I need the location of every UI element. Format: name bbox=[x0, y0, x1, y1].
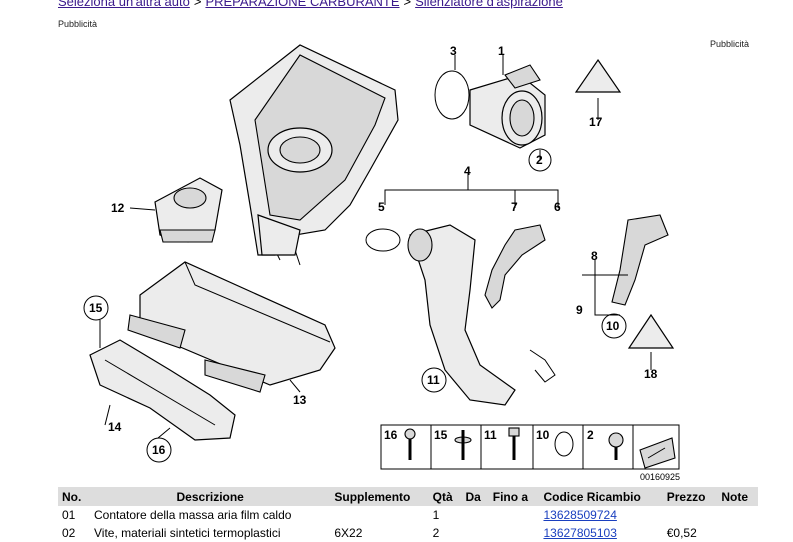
air-mass-meter-part bbox=[469, 64, 546, 149]
diagram-label-12: 12 bbox=[111, 201, 125, 215]
ad-label-right: Pubblicità bbox=[710, 39, 750, 49]
cell-description: Contatore della massa aria film caldo bbox=[93, 508, 292, 522]
table-row: 01 Contatore della massa aria film caldo… bbox=[58, 506, 758, 524]
strip-label-15: 15 bbox=[434, 428, 448, 442]
cell-no: 02 bbox=[62, 526, 76, 540]
diagram-label-1: 1 bbox=[498, 44, 505, 58]
diagram-label-4: 4 bbox=[464, 164, 471, 178]
arrow-plate-icon bbox=[639, 437, 676, 469]
column-header-part-number: Codice Ricambio bbox=[539, 487, 663, 506]
screw-icon bbox=[404, 428, 416, 460]
lower-cover-part bbox=[89, 339, 236, 441]
cell-quantity: 1 bbox=[432, 508, 440, 522]
intake-silencer-upper-part bbox=[229, 44, 399, 266]
column-header-supplement: Supplemento bbox=[330, 487, 429, 506]
breadcrumb-link-fuel-prep[interactable]: PREPARAZIONE CARBURANTE bbox=[205, 0, 400, 9]
expanding-rivet-icon bbox=[454, 430, 472, 460]
wire-clip-part bbox=[529, 349, 556, 383]
table-header-row: No. Descrizione Supplemento Qtà Da Fino … bbox=[58, 487, 758, 506]
cell-to bbox=[489, 524, 540, 542]
label-2-circle bbox=[528, 148, 552, 172]
cell-notes bbox=[717, 506, 758, 524]
strip-label-11: 11 bbox=[484, 428, 497, 442]
column-header-no: No. bbox=[58, 487, 90, 506]
cell-from bbox=[461, 506, 488, 524]
diagram-label-14: 14 bbox=[108, 420, 122, 434]
pan-head-screw-icon bbox=[608, 432, 624, 460]
column-header-description: Descrizione bbox=[89, 487, 331, 506]
table-row: 02 Vite, materiali sintetici termoplasti… bbox=[58, 524, 758, 542]
cell-description: Vite, materiali sintetici termoplastici bbox=[93, 526, 281, 540]
strip-label-10: 10 bbox=[536, 428, 550, 442]
bolt-icon bbox=[508, 427, 520, 460]
strip-label-16: 16 bbox=[384, 428, 398, 442]
ad-label-left: Pubblicità bbox=[58, 19, 98, 29]
breadcrumb-link-select-car[interactable]: Seleziona un'altra auto bbox=[58, 0, 190, 9]
label-15-circle bbox=[83, 295, 109, 321]
diagram-label-11: 11 bbox=[427, 373, 440, 387]
vent-hose-part bbox=[484, 224, 546, 309]
column-header-from: Da bbox=[461, 487, 489, 506]
diagram-label-7: 7 bbox=[511, 200, 518, 214]
breather-hose-part bbox=[611, 214, 669, 306]
diagram-label-18: 18 bbox=[644, 367, 658, 381]
cell-price: €0,52 bbox=[666, 526, 697, 540]
cell-part-number: 13628509724 bbox=[539, 506, 662, 524]
diagram-label-6: 6 bbox=[554, 200, 561, 214]
cell-to bbox=[489, 506, 540, 524]
label-10-circle bbox=[601, 313, 627, 339]
cell-supplement bbox=[330, 506, 428, 524]
parts-diagram: 1 2 3 4 5 6 7 8 9 10 11 12 13 14 15 16 1… bbox=[83, 44, 680, 482]
label-11-circle bbox=[421, 367, 447, 393]
diagram-label-13: 13 bbox=[293, 393, 307, 407]
part-number-link[interactable]: 13627805103 bbox=[543, 526, 617, 540]
breadcrumb: Seleziona un'altra auto>PREPARAZIONE CAR… bbox=[58, 0, 563, 9]
diagram-label-16: 16 bbox=[152, 443, 166, 457]
warning-plate-17-icon bbox=[574, 58, 622, 93]
strip-label-2: 2 bbox=[587, 428, 594, 442]
o-ring-icon bbox=[554, 431, 574, 457]
cell-from bbox=[461, 524, 488, 542]
breadcrumb-link-intake-silencer[interactable]: Silenziatore d'aspirazione bbox=[415, 0, 563, 9]
breadcrumb-separator: > bbox=[403, 0, 412, 9]
diagram-label-2: 2 bbox=[536, 153, 543, 167]
column-header-notes: Note bbox=[717, 487, 758, 506]
cell-no: 01 bbox=[62, 508, 76, 522]
cell-price bbox=[663, 506, 718, 524]
diagram-label-10: 10 bbox=[606, 319, 620, 333]
parts-table: No. Descrizione Supplemento Qtà Da Fino … bbox=[58, 487, 758, 542]
cell-supplement: 6X22 bbox=[334, 526, 363, 540]
column-header-to: Fino a bbox=[488, 487, 540, 506]
column-header-price: Prezzo bbox=[662, 487, 718, 506]
resonator-part bbox=[154, 177, 223, 243]
breadcrumb-separator: > bbox=[193, 0, 202, 9]
diagram-label-15: 15 bbox=[89, 301, 103, 315]
cell-quantity: 2 bbox=[432, 526, 440, 540]
warning-plate-18-icon bbox=[627, 313, 675, 349]
hose-clamp-part bbox=[365, 228, 401, 252]
diagram-image-code: 00160925 bbox=[640, 472, 680, 482]
seal-ring-part bbox=[434, 70, 470, 120]
part-number-link[interactable]: 13628509724 bbox=[543, 508, 617, 522]
cell-notes bbox=[717, 524, 758, 542]
diagram-label-17: 17 bbox=[589, 115, 603, 129]
column-header-quantity: Qtà bbox=[428, 487, 462, 506]
diagram-label-9: 9 bbox=[576, 303, 583, 317]
intake-silencer-lower-part bbox=[127, 261, 336, 393]
diagram-label-5: 5 bbox=[378, 200, 385, 214]
intake-duct-part bbox=[407, 224, 516, 406]
diagram-label-3: 3 bbox=[450, 44, 457, 58]
diagram-label-8: 8 bbox=[591, 249, 598, 263]
small-parts-strip: 16 15 11 10 2 bbox=[380, 424, 680, 470]
label-16-circle bbox=[146, 437, 172, 463]
cell-part-number: 13627805103 bbox=[539, 524, 662, 542]
